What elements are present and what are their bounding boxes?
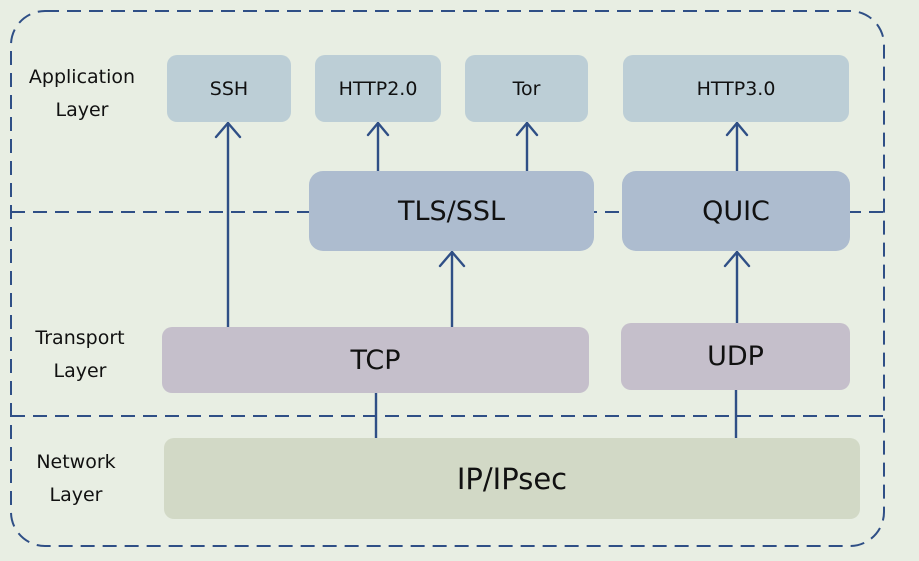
application-layer-label: Application Layer bbox=[28, 61, 136, 127]
arrowhead-ssh bbox=[214, 121, 242, 139]
arrowhead-tls bbox=[438, 250, 466, 268]
http2-box: HTTP2.0 bbox=[315, 55, 441, 122]
quic-box: QUIC bbox=[622, 171, 850, 251]
arrowhead-http3 bbox=[725, 121, 749, 137]
outer-dashed-border bbox=[10, 10, 885, 547]
arrowhead-tor bbox=[515, 121, 539, 137]
tls-ssl-box: TLS/SSL bbox=[309, 171, 594, 251]
transport-layer-label-line1: Transport bbox=[35, 327, 125, 349]
application-layer-label-line2: Layer bbox=[55, 99, 109, 121]
tcp-box: TCP bbox=[162, 327, 589, 393]
tor-box: Tor bbox=[465, 55, 588, 122]
transport-layer-label-line2: Layer bbox=[53, 360, 107, 382]
arrowhead-http2 bbox=[366, 121, 390, 137]
network-layer-label-line1: Network bbox=[36, 451, 116, 473]
http3-box: HTTP3.0 bbox=[623, 55, 849, 122]
transport-layer-label: Transport Layer bbox=[30, 322, 130, 388]
application-layer-label-line1: Application bbox=[28, 66, 136, 88]
udp-box: UDP bbox=[621, 323, 850, 390]
arrowhead-quic bbox=[723, 250, 751, 268]
network-layer-label-line2: Layer bbox=[49, 484, 103, 506]
network-layer-label: Network Layer bbox=[28, 446, 124, 512]
ssh-box: SSH bbox=[167, 55, 291, 122]
ip-ipsec-box: IP/IPsec bbox=[164, 438, 860, 519]
